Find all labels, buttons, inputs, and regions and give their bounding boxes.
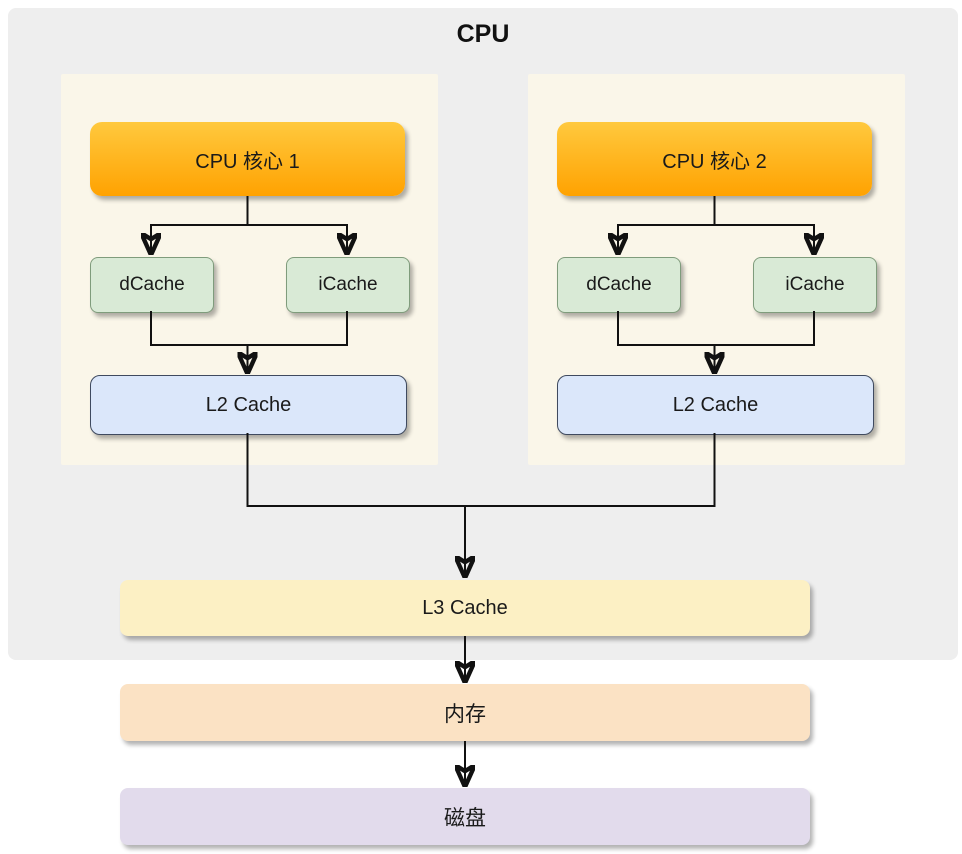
core1-icache-node: iCache — [286, 257, 410, 313]
core1-panel: CPU 核心 1 dCache iCache L2 Cache — [61, 74, 438, 465]
core1-node: CPU 核心 1 — [90, 122, 405, 196]
diagram-title: CPU — [456, 20, 510, 48]
cpu-container: CPU CPU 核心 1 dCache iCache L2 Cache CPU … — [8, 8, 958, 660]
core1-dcache-node: dCache — [90, 257, 214, 313]
core1-l2-cache-node: L2 Cache — [90, 375, 407, 435]
l3-cache-node: L3 Cache — [120, 580, 810, 636]
core2-icache-node: iCache — [753, 257, 877, 313]
core2-panel: CPU 核心 2 dCache iCache L2 Cache — [528, 74, 905, 465]
core2-l2-cache-node: L2 Cache — [557, 375, 874, 435]
core2-node: CPU 核心 2 — [557, 122, 872, 196]
memory-node: 内存 — [120, 684, 810, 741]
disk-node: 磁盘 — [120, 788, 810, 845]
core2-dcache-node: dCache — [557, 257, 681, 313]
